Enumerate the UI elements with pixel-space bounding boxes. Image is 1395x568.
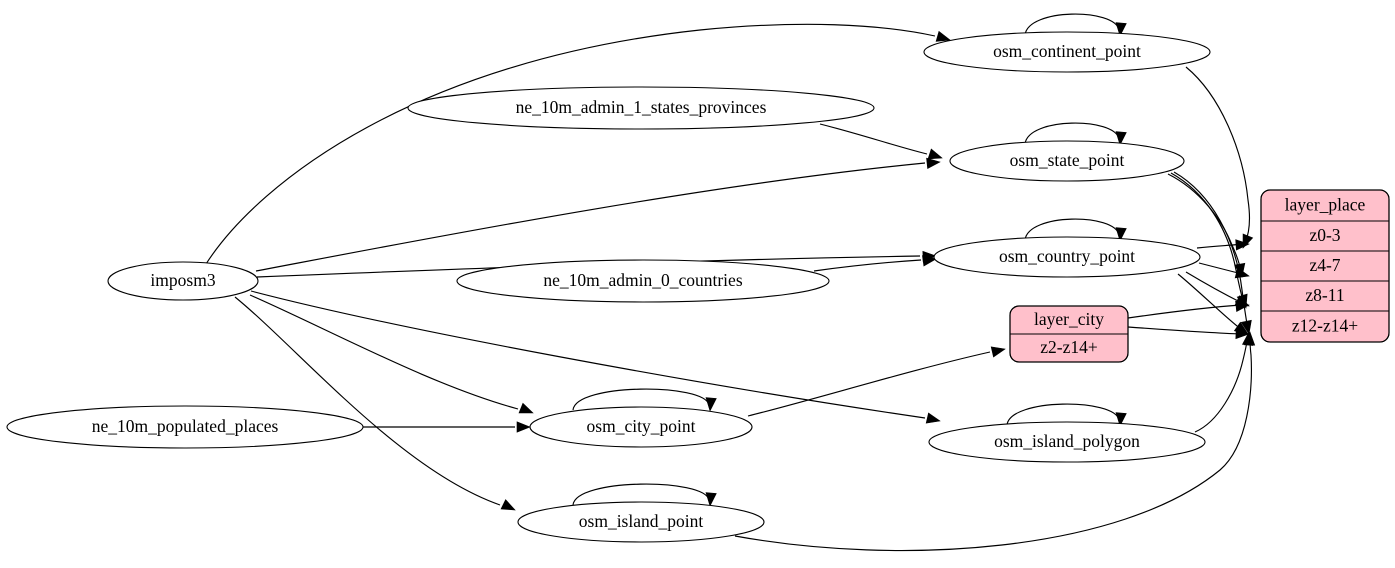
graph-edge-imposm3-to-osm-island-point — [234, 296, 516, 511]
edge-arrowhead — [1235, 300, 1250, 313]
node-shape — [107, 261, 259, 301]
node-shape — [517, 501, 765, 543]
edge-arrowhead — [1115, 412, 1127, 427]
graph-edge-layer-city-to-layer-place-z12-z14- — [1127, 326, 1250, 340]
edge-line — [1024, 13, 1120, 36]
node-shape — [933, 236, 1201, 278]
edge-line — [205, 23, 936, 265]
edge-line — [1194, 336, 1249, 433]
graph-edge-osm-continent-point-to-osm-continent-point — [1024, 13, 1127, 37]
edge-layer — [205, 13, 1256, 552]
graph-edge-osm-country-point-to-osm-country-point — [1024, 218, 1127, 242]
graph-edge-ne-admin1-to-osm-state-point — [819, 123, 943, 160]
graph-edge-osm-city-point-to-layer-city-z2-z14- — [747, 346, 1006, 417]
edge-arrowhead — [990, 346, 1006, 358]
graph-node-osm-city-point[interactable]: osm_city_point — [529, 406, 753, 448]
edge-arrowhead — [926, 157, 941, 170]
graph-edge-osm-island-polygon-to-osm-island-polygon — [1006, 403, 1127, 427]
node-shape — [949, 140, 1185, 182]
record-outline — [1260, 189, 1390, 343]
graph-edge-osm-island-point-to-osm-island-point — [572, 483, 717, 507]
graph-node-osm-island-point[interactable]: osm_island_point — [517, 501, 765, 543]
graph-node-imposm3[interactable]: imposm3 — [107, 261, 259, 301]
edge-arrowhead — [1235, 327, 1250, 340]
node-shape — [928, 421, 1206, 463]
edge-arrowhead — [927, 148, 943, 160]
edge-line — [1170, 172, 1245, 304]
edge-arrowhead — [1240, 319, 1252, 335]
edge-arrowhead — [1115, 227, 1127, 242]
graph-edge-imposm3-to-osm-city-point — [249, 294, 534, 414]
node-shape — [6, 405, 364, 449]
edge-arrowhead — [1243, 331, 1256, 346]
graph-edge-osm-island-polygon-to-layer-place-z12-z14- — [1194, 331, 1254, 433]
graph-node-osm-continent-point[interactable]: osm_continent_point — [923, 31, 1211, 73]
edge-line — [1185, 66, 1250, 244]
graph-edge-osm-city-point-to-osm-city-point — [572, 388, 717, 412]
graph-node-osm-state-point[interactable]: osm_state_point — [949, 140, 1185, 182]
graph-edge-osm-state-point-to-osm-state-point — [1024, 122, 1127, 146]
node-shape — [407, 86, 875, 130]
graph-edge-ne-admin0-to-osm-country-point — [813, 255, 937, 272]
edge-arrowhead — [518, 402, 534, 414]
node-shape — [923, 31, 1211, 73]
edge-line — [249, 294, 519, 410]
record-background — [1260, 189, 1390, 343]
edge-line — [1024, 218, 1120, 241]
graph-edge-layer-city-to-layer-place-z8-11 — [1127, 300, 1250, 319]
edge-arrowhead — [1115, 22, 1127, 37]
edge-arrowhead — [1115, 131, 1127, 146]
edge-line — [1177, 273, 1243, 331]
node-shape — [456, 259, 830, 303]
graph-node-osm-country-point[interactable]: osm_country_point — [933, 236, 1201, 278]
edge-arrowhead — [922, 255, 937, 267]
edge-arrowhead — [1234, 267, 1250, 279]
graph-edge-osm-country-point-to-layer-place-z0-3 — [1196, 239, 1250, 251]
graph-node-ne-admin0[interactable]: ne_10m_admin_0_countries — [456, 259, 830, 303]
edge-line — [734, 336, 1252, 552]
edge-line — [819, 123, 928, 155]
node-shape — [529, 406, 753, 448]
graph-edge-osm-country-point-to-layer-place-z4-7 — [1198, 262, 1250, 279]
graph-edge-imposm3-to-osm-continent-point — [205, 23, 951, 265]
graph-edge-imposm3-to-osm-state-point — [255, 157, 941, 272]
record-outline — [1009, 305, 1129, 363]
edge-line — [747, 351, 991, 417]
edge-arrowhead — [516, 421, 531, 433]
node-layer: imposm3 ne_10m_admin_1_states_provincesne… — [6, 31, 1390, 543]
graph-edge-imposm3-to-osm-island-polygon — [250, 290, 941, 424]
edge-line — [572, 483, 710, 506]
edge-arrowhead — [705, 397, 717, 412]
edge-line — [1006, 403, 1120, 426]
edge-arrowhead — [705, 492, 717, 507]
edge-line — [1127, 326, 1242, 335]
edge-line — [250, 290, 926, 419]
edge-line — [1127, 304, 1242, 319]
graph-node-ne-populated[interactable]: ne_10m_populated_places — [6, 405, 364, 449]
edge-line — [813, 259, 922, 272]
graph-node-osm-island-polygon[interactable]: osm_island_polygon — [928, 421, 1206, 463]
edge-arrowhead — [500, 499, 516, 511]
edge-arrowhead — [1235, 239, 1250, 251]
edge-arrowhead — [925, 412, 941, 424]
edge-line — [234, 296, 501, 506]
graph-edge-ne-populated-to-osm-city-point — [363, 421, 531, 433]
graph-edge-osm-island-point-to-layer-place-z12-z14- — [734, 331, 1256, 552]
edge-arrowhead — [935, 30, 951, 42]
edge-line — [255, 162, 926, 272]
edge-line — [572, 388, 710, 411]
graph-node-ne-admin1[interactable]: ne_10m_admin_1_states_provinces — [407, 86, 875, 130]
edge-line — [1024, 122, 1120, 145]
